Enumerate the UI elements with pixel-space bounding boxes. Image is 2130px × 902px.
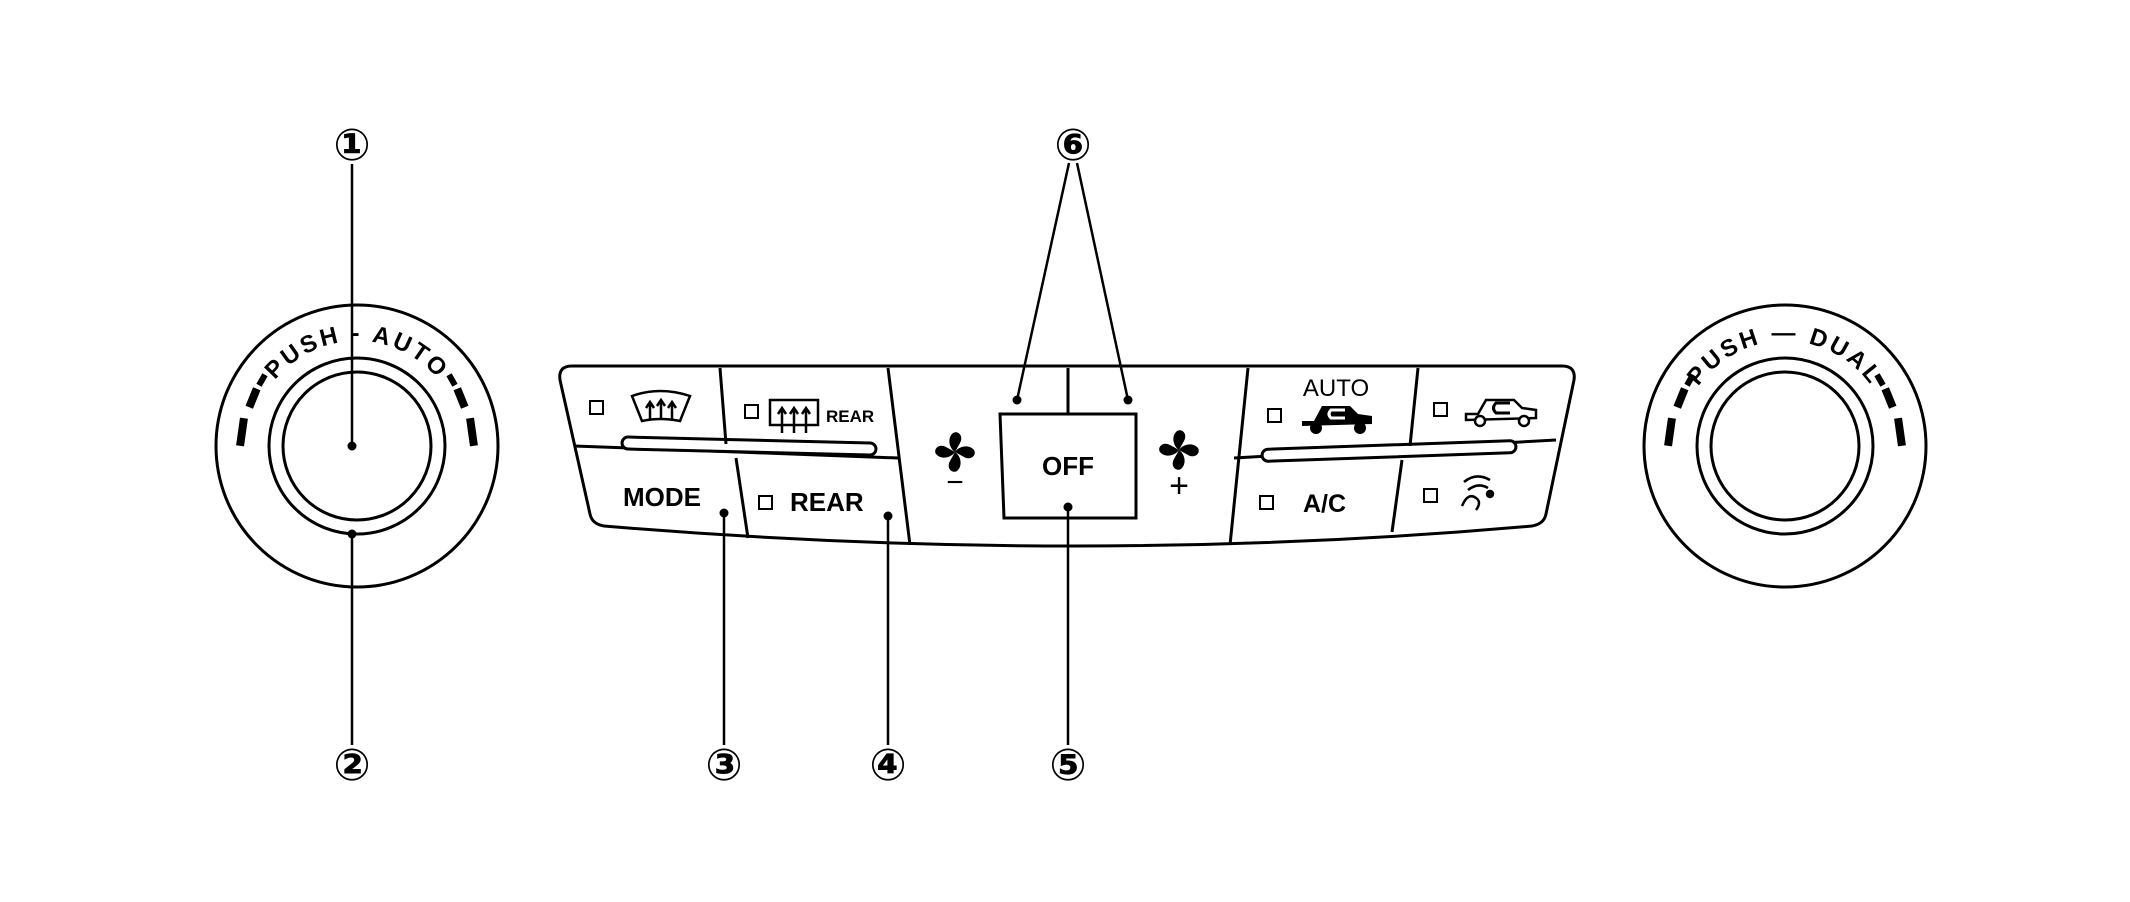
fan-down-sign: −	[946, 466, 964, 499]
front-defroster-button[interactable]	[589, 389, 692, 423]
off-button-label: OFF	[1042, 451, 1094, 481]
auto-recirculation-indicator	[1267, 408, 1282, 423]
left-knob-scale-marks	[236, 373, 478, 447]
callout-6: ⑥	[1054, 121, 1091, 170]
recirculation-car-icon	[1464, 398, 1538, 428]
intake-sensor-indicator	[1423, 488, 1438, 503]
callout-4: ④	[869, 741, 906, 790]
callout-leader-dots	[347, 395, 1133, 539]
intake-sensor-icon	[1460, 475, 1495, 511]
off-button[interactable]: OFF	[998, 412, 1138, 520]
ac-button[interactable]: A/C	[1259, 490, 1346, 518]
ac-button-label: A/C	[1303, 490, 1346, 518]
fan-speed-down-button[interactable]: −	[935, 432, 975, 499]
rear-defroster-button[interactable]: REAR	[744, 398, 874, 433]
auto-recirculation-car-icon	[1302, 406, 1372, 434]
ac-indicator	[1259, 495, 1274, 510]
callout-leader-lines	[350, 162, 1130, 745]
front-defroster-indicator	[589, 400, 604, 415]
right-temperature-knob[interactable]: PUSH — DUAL	[1642, 303, 1928, 589]
callout-1: ①	[333, 121, 370, 170]
rear-button-label: REAR	[790, 487, 864, 517]
intake-sensor-button[interactable]	[1423, 475, 1495, 511]
recirculation-button[interactable]	[1433, 398, 1538, 428]
rear-defroster-indicator	[744, 404, 759, 419]
callout-2: ②	[333, 741, 370, 790]
mode-button[interactable]: MODE	[623, 482, 701, 512]
recirculation-indicator	[1433, 402, 1448, 417]
callout-3: ③	[705, 741, 742, 790]
right-knob-scale-marks	[1664, 373, 1906, 447]
fan-up-sign: +	[1169, 467, 1189, 505]
rear-defroster-label: REAR	[826, 407, 874, 426]
auto-recirculation-button[interactable]: AUTO	[1267, 375, 1372, 434]
fan-speed-up-button[interactable]: +	[1159, 430, 1199, 505]
left-temperature-knob[interactable]: PUSH - AUTO	[214, 303, 500, 589]
auto-recirculation-label: AUTO	[1303, 375, 1369, 402]
front-defroster-icon	[630, 389, 692, 423]
mode-button-label: MODE	[623, 482, 701, 512]
rear-defroster-icon	[768, 398, 820, 433]
rear-button[interactable]: REAR	[758, 487, 864, 517]
callout-5: ⑤	[1049, 741, 1086, 790]
rear-indicator	[758, 495, 773, 510]
